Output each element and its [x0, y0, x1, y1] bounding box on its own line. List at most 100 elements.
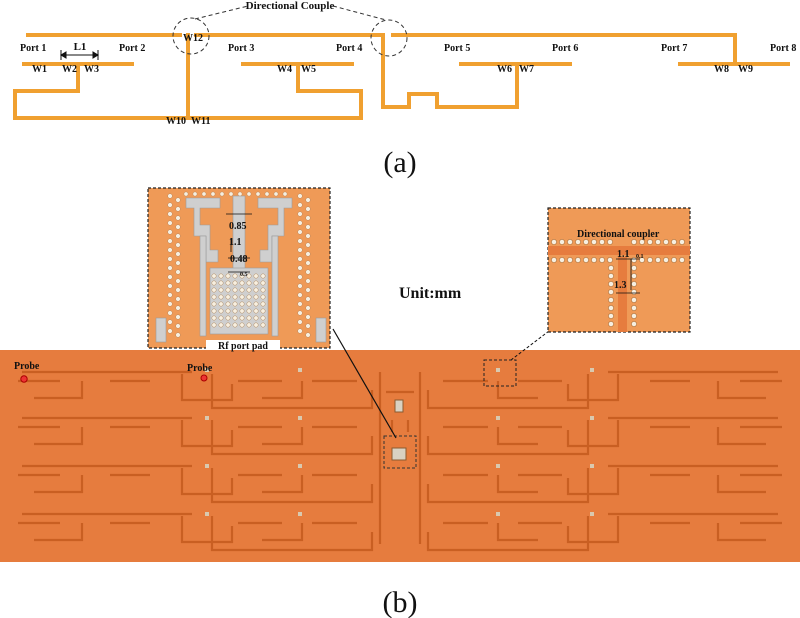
directional-couple-label: Directional Couple [246, 0, 335, 12]
l1-dimension-arrow [60, 50, 99, 60]
pad-vias [167, 191, 311, 338]
via-hole [663, 257, 669, 263]
via-hole [297, 247, 303, 253]
via-hole [246, 287, 252, 293]
via-hole [591, 257, 597, 263]
via-hole [175, 242, 181, 248]
pad-left-rail [199, 235, 207, 337]
port-1-label: Port 1 [20, 43, 46, 54]
junction-pad [590, 368, 594, 372]
via-hole [232, 287, 238, 293]
via-hole [175, 251, 181, 257]
via-hole [655, 257, 661, 263]
via-hole [239, 287, 245, 293]
coupler-circle-left [172, 17, 210, 55]
via-hole [219, 191, 225, 197]
via-hole [253, 315, 259, 321]
via-hole [246, 315, 252, 321]
via-hole [639, 239, 645, 245]
via-hole [175, 305, 181, 311]
via-hole [567, 257, 573, 263]
via-hole [175, 233, 181, 239]
via-hole [239, 308, 245, 314]
pad-via-grid [211, 273, 266, 328]
w10-label: W10 [166, 116, 186, 127]
via-hole [583, 257, 589, 263]
via-hole [599, 239, 605, 245]
via-hole [175, 215, 181, 221]
via-hole [167, 238, 173, 244]
w12-label: W12 [183, 33, 203, 44]
via-hole [631, 273, 637, 279]
via-hole [239, 315, 245, 321]
pad-right-rail [271, 235, 279, 337]
via-hole [599, 257, 605, 263]
via-hole [239, 273, 245, 279]
via-hole [608, 289, 614, 295]
via-hole [305, 197, 311, 203]
via-hole [559, 239, 565, 245]
via-hole [608, 305, 614, 311]
w1-label: W1 [32, 64, 47, 75]
via-hole [305, 323, 311, 329]
via-hole [167, 202, 173, 208]
via-hole [631, 297, 637, 303]
board-trace-left-3 [18, 512, 374, 552]
via-hole [305, 332, 311, 338]
via-hole [167, 319, 173, 325]
via-hole [260, 287, 266, 293]
via-hole [631, 313, 637, 319]
via-hole [246, 273, 252, 279]
coupler-callouts [172, 5, 408, 57]
via-hole [663, 239, 669, 245]
via-hole [225, 287, 231, 293]
via-hole [253, 301, 259, 307]
via-hole [175, 224, 181, 230]
coupler-dim-13: 1.3 [614, 280, 627, 291]
via-hole [253, 294, 259, 300]
via-hole [246, 322, 252, 328]
coupler-dim-01: 0.1 [636, 254, 644, 260]
via-hole [211, 301, 217, 307]
board-trace-right-2 [426, 464, 782, 504]
via-hole [255, 191, 261, 197]
board-trace-left-1 [18, 416, 374, 456]
via-hole [246, 294, 252, 300]
coupler-zoom-line [510, 330, 550, 361]
via-hole [225, 301, 231, 307]
pad-ground-pad [209, 267, 269, 335]
via-hole [305, 233, 311, 239]
via-hole [575, 239, 581, 245]
junction-pad [205, 512, 209, 516]
junction-pad [298, 416, 302, 420]
via-hole [305, 224, 311, 230]
coupler-circle-right [370, 19, 408, 57]
via-hole [218, 308, 224, 314]
via-hole [246, 308, 252, 314]
probe-label-2: Probe [187, 363, 213, 374]
via-hole [211, 273, 217, 279]
w8-label: W8 [714, 64, 729, 75]
panel-a-schematic [13, 33, 790, 120]
via-hole [167, 310, 173, 316]
via-hole [305, 278, 311, 284]
coupler-dim-lines [616, 258, 640, 294]
via-hole [239, 322, 245, 328]
via-hole [225, 280, 231, 286]
via-hole [567, 239, 573, 245]
via-hole [671, 257, 677, 263]
via-hole [260, 315, 266, 321]
via-hole [655, 239, 661, 245]
via-hole [232, 294, 238, 300]
via-hole [608, 273, 614, 279]
via-hole [297, 256, 303, 262]
via-hole [211, 315, 217, 321]
via-hole [297, 211, 303, 217]
via-hole [239, 301, 245, 307]
via-hole [297, 319, 303, 325]
via-hole [260, 322, 266, 328]
via-hole [218, 287, 224, 293]
via-hole [647, 257, 653, 263]
via-hole [297, 274, 303, 280]
via-hole [647, 239, 653, 245]
